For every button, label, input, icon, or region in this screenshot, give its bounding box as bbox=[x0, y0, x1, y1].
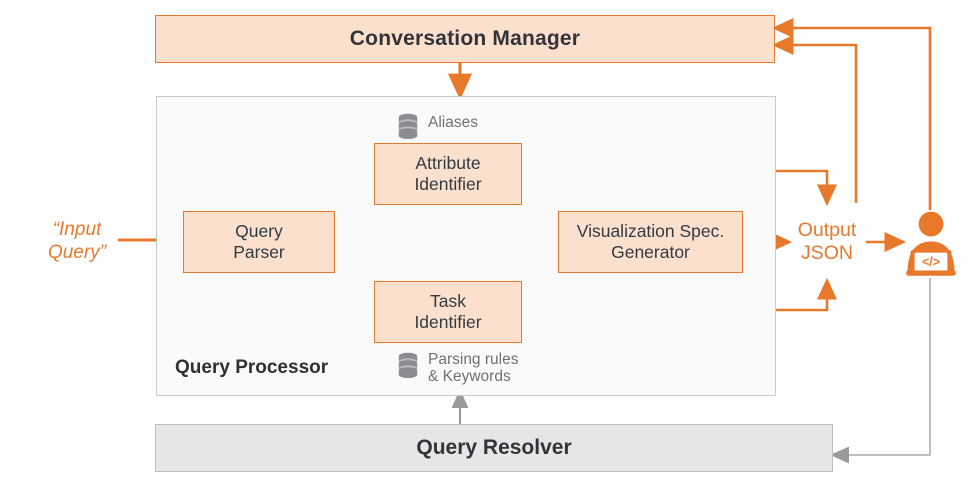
parsing-rules-db-icon bbox=[397, 352, 419, 383]
svg-text:</>: </> bbox=[922, 255, 940, 269]
query-resolver-label: Query Resolver bbox=[416, 436, 572, 459]
flow-user-to-resolver bbox=[830, 278, 932, 464]
aliases-db-label: Aliases bbox=[428, 114, 478, 131]
task-identifier-box[interactable]: Task Identifier bbox=[374, 281, 522, 343]
parsing-rules-db-label: Parsing rules & Keywords bbox=[428, 351, 519, 386]
flow-return-to-convmanager-inner bbox=[771, 34, 858, 203]
attribute-identifier-box[interactable]: Attribute Identifier bbox=[374, 143, 522, 205]
conversation-manager-bar[interactable]: Conversation Manager bbox=[155, 15, 775, 63]
output-json-label: Output JSON bbox=[797, 219, 857, 264]
query-processor-label: Query Processor bbox=[175, 357, 329, 378]
query-parser-box[interactable]: Query Parser bbox=[183, 211, 335, 273]
user-laptop-code-icon[interactable]: </> bbox=[903, 210, 959, 283]
query-resolver-bar[interactable]: Query Resolver bbox=[155, 424, 833, 472]
conversation-manager-label: Conversation Manager bbox=[349, 27, 581, 50]
vis-spec-generator-box[interactable]: Visualization Spec. Generator bbox=[558, 211, 743, 273]
input-query-label: “Input Query” bbox=[47, 219, 107, 263]
aliases-db-icon bbox=[397, 113, 419, 144]
flow-user-to-convmanager bbox=[771, 17, 932, 210]
